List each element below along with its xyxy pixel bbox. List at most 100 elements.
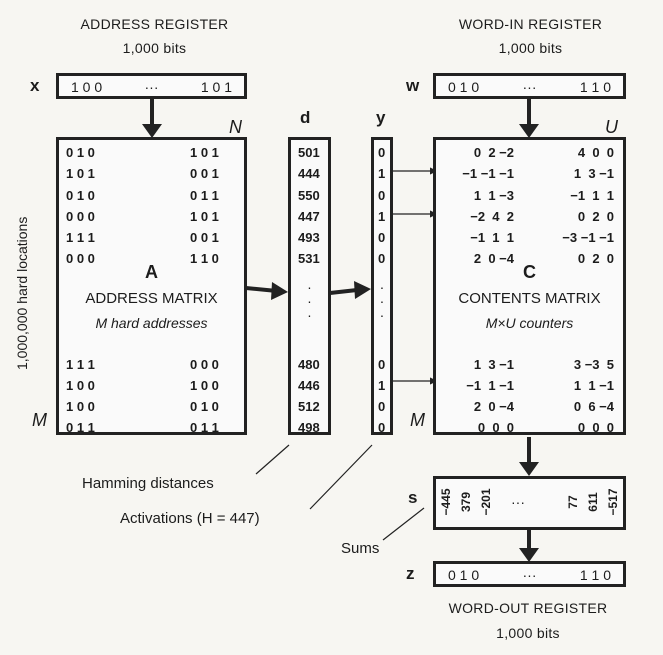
address-register-var: x bbox=[30, 76, 40, 95]
hamming-distance-value: 550 bbox=[298, 188, 320, 203]
contents-matrix-letter: C bbox=[523, 262, 536, 282]
hamming-distance-value: 493 bbox=[298, 230, 320, 245]
activation-value: 0 bbox=[378, 251, 386, 266]
address-row-right: 1 1 0 bbox=[190, 251, 219, 266]
word-in-register-bits: 1,000 bits bbox=[498, 40, 563, 56]
word-out-register: 0 1 0 ··· 1 1 0 bbox=[433, 561, 626, 587]
counter-row-left: −1 −1 −1 bbox=[462, 166, 514, 181]
sum-value: 379 bbox=[459, 491, 473, 513]
address-row-left: 1 0 0 bbox=[66, 399, 95, 414]
word-in-register-var: w bbox=[406, 76, 420, 95]
address-row-right: 0 0 1 bbox=[190, 166, 219, 181]
word-out-register-bits: 1,000 bits bbox=[496, 625, 560, 641]
sum-value: 611 bbox=[586, 492, 600, 512]
counter-row-left: 0 0 0 bbox=[477, 420, 514, 435]
address-row-left: 0 1 0 bbox=[66, 145, 95, 160]
contents-matrix bbox=[433, 137, 626, 435]
y-column bbox=[371, 137, 393, 435]
counter-row-left: −1 1 −1 bbox=[466, 378, 514, 393]
word-out-register-ellipsis: ··· bbox=[522, 567, 537, 583]
sums-ellipsis: ··· bbox=[511, 494, 525, 510]
address-row-left: 1 1 1 bbox=[66, 230, 95, 245]
activation-value: 1 bbox=[378, 209, 386, 224]
activation-value: 0 bbox=[378, 399, 386, 414]
word-out-register-var: z bbox=[406, 564, 415, 583]
word-in-register-right-bits: 1 1 0 bbox=[579, 79, 611, 95]
address-row-right: 0 1 1 bbox=[190, 188, 219, 203]
counter-row-right: 0 6 −4 bbox=[573, 399, 614, 414]
address-register-ellipsis: ··· bbox=[144, 79, 159, 95]
hamming-distance-value: 447 bbox=[298, 209, 320, 224]
counter-row-left: 1 1 −3 bbox=[473, 188, 514, 203]
activation-value: 1 bbox=[378, 166, 386, 181]
counter-row-right: 0 2 0 bbox=[577, 251, 614, 266]
word-out-register-right-bits: 1 1 0 bbox=[579, 567, 611, 583]
hamming-distances-label: Hamming distances bbox=[82, 475, 214, 492]
address-matrix-m: M bbox=[32, 410, 47, 430]
counter-row-right: 0 0 0 bbox=[577, 420, 614, 435]
counter-row-left: 1 3 −1 bbox=[473, 357, 514, 372]
address-row-left: 1 0 1 bbox=[66, 166, 95, 181]
activation-value: 0 bbox=[378, 230, 386, 245]
sum-value: −201 bbox=[479, 488, 493, 516]
activation-value: 0 bbox=[378, 420, 386, 435]
sums-label: Sums bbox=[341, 540, 380, 557]
address-matrix bbox=[56, 137, 247, 435]
counter-row-right: −3 −1 −1 bbox=[562, 230, 614, 245]
counter-row-left: 0 2 −2 bbox=[473, 145, 514, 160]
d-column-label: d bbox=[300, 108, 311, 127]
address-row-right: 0 0 1 bbox=[190, 230, 219, 245]
address-row-left: 0 1 1 bbox=[66, 420, 95, 435]
contents-matrix-title: CONTENTS MATRIX bbox=[458, 290, 601, 307]
counter-row-left: −2 4 2 bbox=[470, 209, 514, 224]
address-row-right: 1 0 0 bbox=[190, 378, 219, 393]
activation-value: 0 bbox=[378, 145, 386, 160]
address-matrix-subtitle: M hard addresses bbox=[95, 315, 208, 331]
word-in-register-ellipsis: ··· bbox=[522, 79, 537, 95]
address-register: 1 0 0 ··· 1 0 1 bbox=[56, 73, 247, 99]
leader-hamming bbox=[255, 444, 290, 475]
hamming-distance-value: 444 bbox=[298, 166, 320, 181]
hamming-distance-value: 446 bbox=[298, 378, 320, 393]
y-column-label: y bbox=[376, 108, 386, 127]
activation-value: 0 bbox=[378, 357, 386, 372]
address-row-right: 1 0 1 bbox=[190, 145, 219, 160]
address-row-left: 0 0 0 bbox=[66, 251, 95, 266]
arrow-x-to-a bbox=[142, 96, 162, 138]
hamming-distance-value: 498 bbox=[298, 420, 320, 435]
sum-value: 77 bbox=[566, 495, 580, 509]
d-column bbox=[288, 137, 331, 435]
address-register-bits: 1,000 bits bbox=[122, 40, 187, 56]
word-in-register-left-bits: 0 1 0 bbox=[448, 79, 480, 95]
address-row-right: 1 0 1 bbox=[190, 209, 219, 224]
d-column-dots: · · · bbox=[307, 279, 312, 323]
address-matrix-n: N bbox=[229, 117, 242, 137]
arrow-d-to-y bbox=[329, 281, 371, 299]
y-column-dots: · · · bbox=[379, 279, 385, 323]
address-row-left: 1 0 0 bbox=[66, 378, 95, 393]
address-row-right: 0 1 1 bbox=[190, 420, 219, 435]
sums-register bbox=[433, 476, 626, 530]
address-register-left-bits: 1 0 0 bbox=[71, 79, 103, 95]
counter-row-right: 1 1 −1 bbox=[573, 378, 614, 393]
activation-value: 0 bbox=[378, 188, 386, 203]
sums-register-var: s bbox=[408, 488, 418, 507]
address-matrix-letter: A bbox=[145, 262, 158, 282]
contents-matrix-m: M bbox=[410, 410, 425, 430]
word-out-register-title: WORD-OUT REGISTER bbox=[448, 600, 608, 616]
hamming-distance-value: 480 bbox=[298, 357, 320, 372]
address-register-title: ADDRESS REGISTER bbox=[80, 16, 229, 32]
sum-value: −445 bbox=[439, 488, 453, 516]
counter-row-right: 0 2 0 bbox=[577, 209, 614, 224]
arrow-w-to-c bbox=[519, 96, 539, 138]
counter-row-right: −1 1 1 bbox=[570, 188, 614, 203]
word-out-register-left-bits: 0 1 0 bbox=[448, 567, 480, 583]
arrow-a-to-d bbox=[245, 282, 288, 300]
arrow-c-to-s bbox=[519, 437, 539, 476]
address-row-left: 1 1 1 bbox=[66, 357, 95, 372]
arrow-s-to-z bbox=[519, 529, 539, 562]
counter-row-right: 1 3 −1 bbox=[573, 166, 614, 181]
hamming-distance-value: 531 bbox=[298, 251, 320, 266]
leader-sums bbox=[382, 507, 425, 541]
